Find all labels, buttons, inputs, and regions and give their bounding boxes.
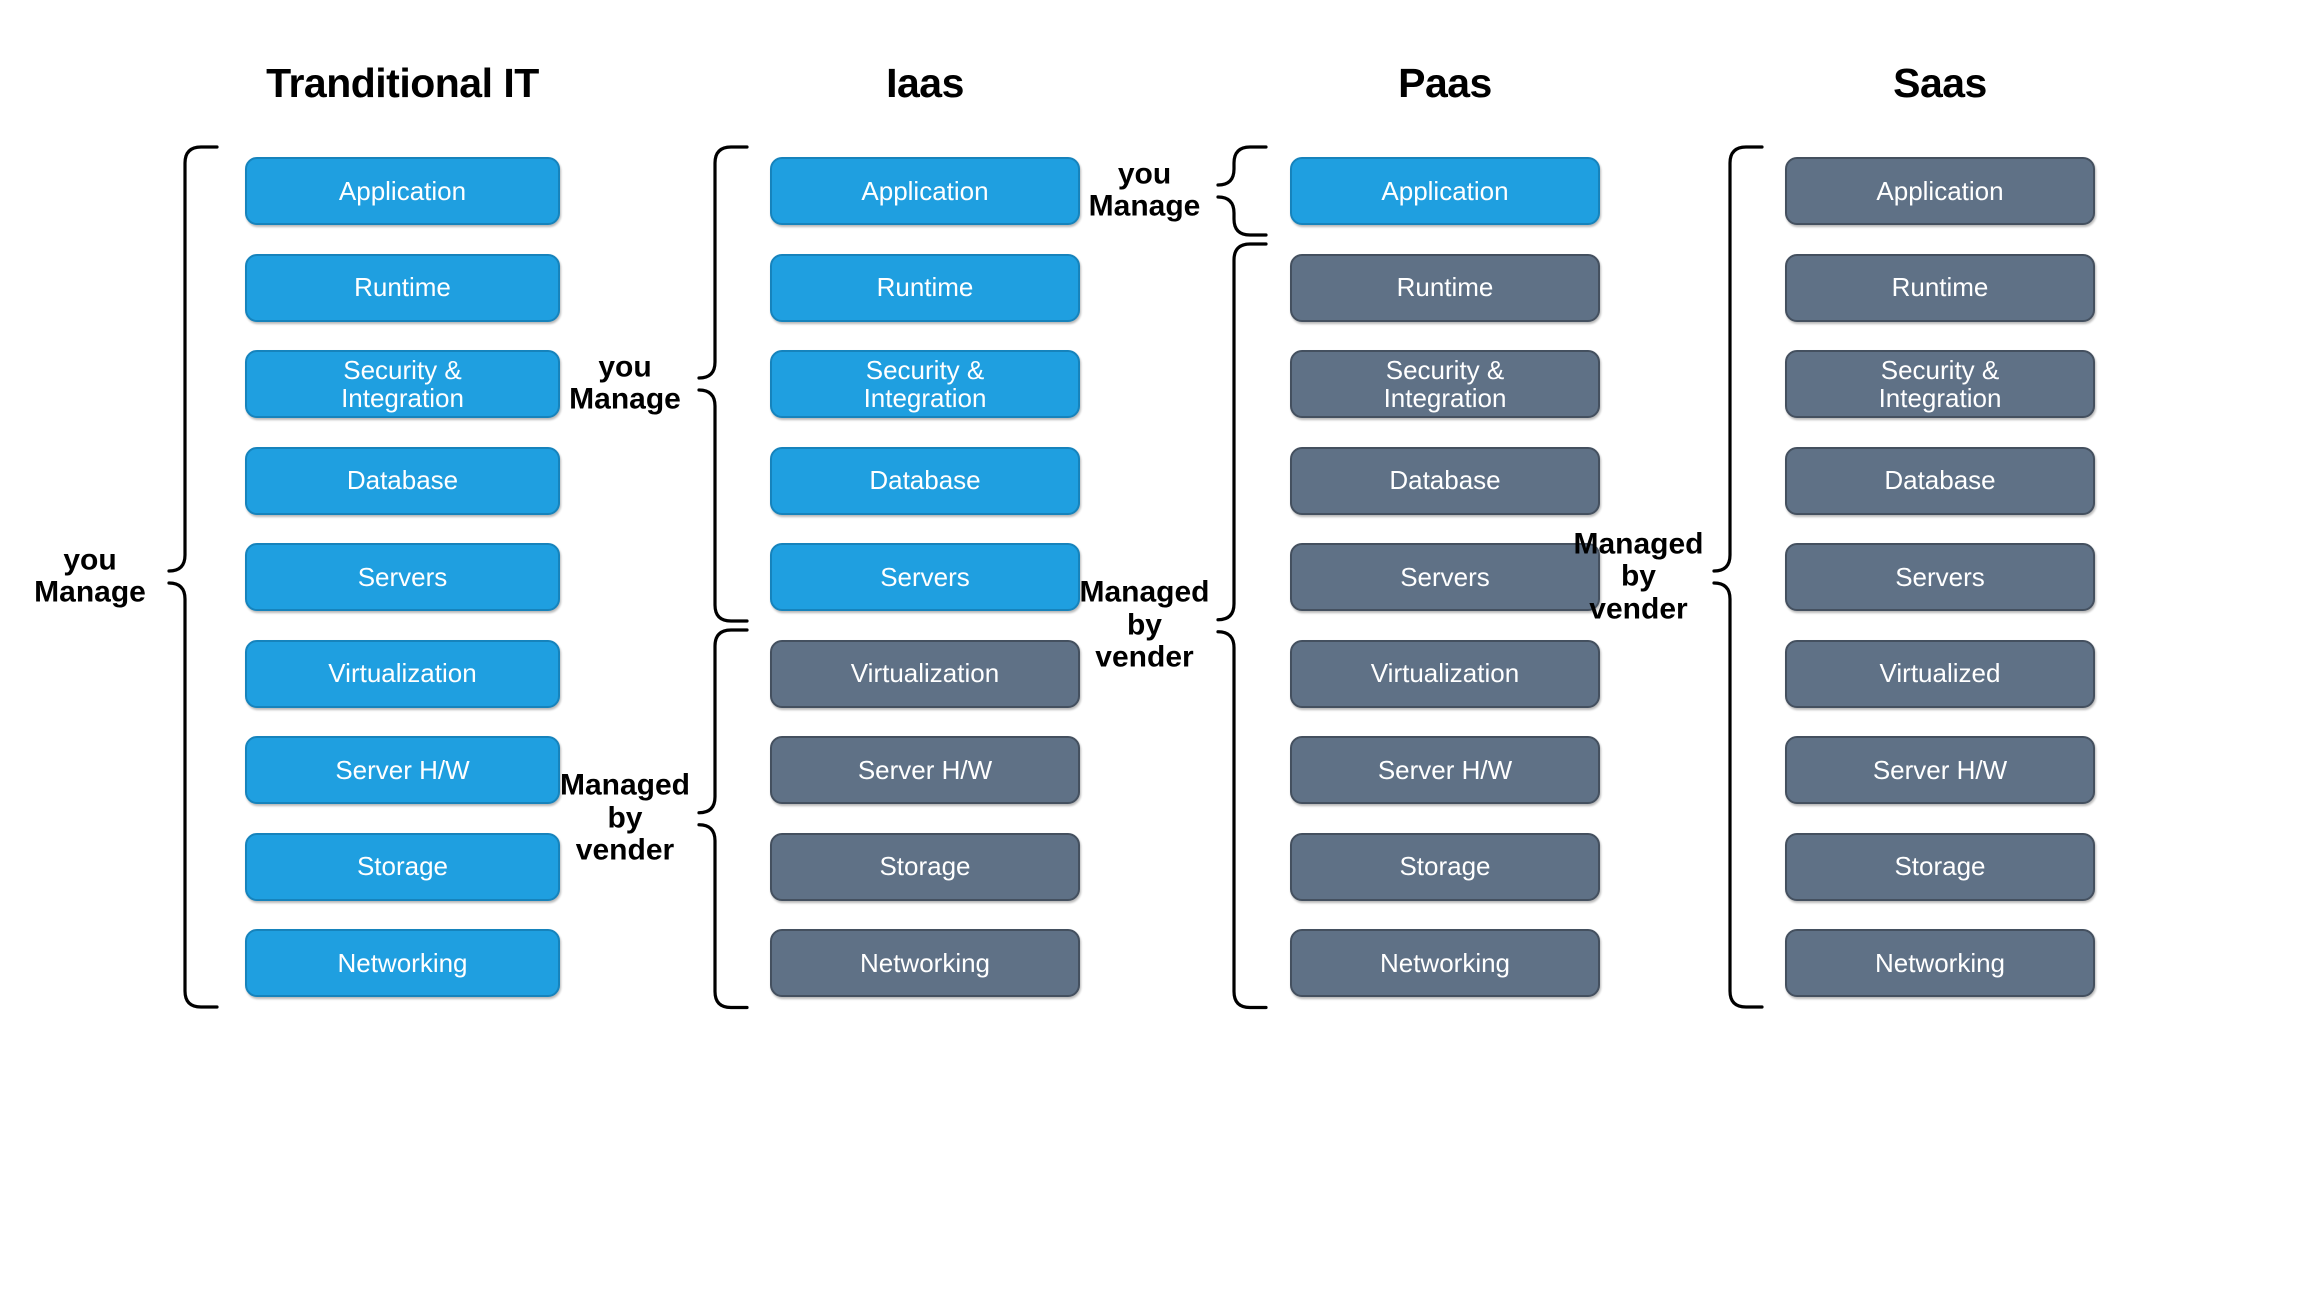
layer-box-iaas-networking[interactable]: Networking	[770, 929, 1080, 997]
layer-box-saas-networking[interactable]: Networking	[1785, 929, 2095, 997]
bracket-label-iaas-managed-by-vender: Managed by vender	[559, 768, 691, 867]
layer-box-label: Networking	[1874, 947, 2006, 978]
layer-box-label: Runtime	[1396, 272, 1494, 303]
layer-box-label: Security & Integration	[863, 354, 987, 413]
layer-box-label: Servers	[1895, 561, 1985, 592]
layer-box-iaas-application[interactable]: Application	[770, 157, 1080, 225]
layer-box-iaas-database[interactable]: Database	[770, 446, 1080, 515]
bracket-traditional-it-you-manage	[167, 144, 219, 1010]
layer-box-saas-servers[interactable]: Servers	[1785, 543, 2095, 611]
layer-box-label: Networking	[1379, 947, 1511, 978]
layer-box-paas-security-integration[interactable]: Security & Integration	[1290, 350, 1600, 418]
layer-box-label: Server H/W	[857, 754, 993, 785]
bracket-iaas-you-manage	[697, 144, 749, 624]
layer-box-label: Storage	[1399, 851, 1491, 882]
layer-box-paas-virtualization[interactable]: Virtualization	[1290, 639, 1600, 708]
layer-box-label: Storage	[356, 851, 449, 882]
bracket-saas-managed-by-vender	[1712, 144, 1764, 1010]
column-title-traditional-it: Tranditional IT	[266, 60, 539, 106]
layer-box-traditional-it-storage[interactable]: Storage	[245, 832, 560, 901]
layer-box-label: Networking	[859, 947, 991, 978]
bracket-paas-you-manage	[1216, 144, 1268, 238]
bracket-label-paas-you-manage: you Manage	[1088, 157, 1201, 223]
layer-box-label: Application	[338, 175, 467, 206]
layer-box-saas-application[interactable]: Application	[1785, 157, 2095, 225]
layer-box-label: Runtime	[354, 272, 451, 303]
layer-box-saas-virtualized[interactable]: Virtualized	[1785, 639, 2095, 708]
layer-box-saas-server-h-w[interactable]: Server H/W	[1785, 736, 2095, 804]
layer-box-iaas-storage[interactable]: Storage	[770, 832, 1080, 901]
layer-box-label: Security & Integration	[1878, 354, 2002, 413]
layer-box-saas-storage[interactable]: Storage	[1785, 832, 2095, 901]
layer-box-traditional-it-server-h-w[interactable]: Server H/W	[245, 736, 560, 804]
layer-box-traditional-it-networking[interactable]: Networking	[245, 929, 560, 997]
layer-box-iaas-security-integration[interactable]: Security & Integration	[770, 350, 1080, 418]
column-title-saas: Saas	[1893, 60, 1987, 106]
layer-box-traditional-it-security-integration[interactable]: Security & Integration	[245, 350, 560, 418]
layer-box-label: Virtualization	[1370, 658, 1520, 689]
layer-box-label: Storage	[879, 851, 971, 882]
layer-box-label: Security & Integration	[1383, 354, 1507, 413]
layer-box-paas-servers[interactable]: Servers	[1290, 543, 1600, 611]
layer-box-paas-storage[interactable]: Storage	[1290, 832, 1600, 901]
layer-box-paas-server-h-w[interactable]: Server H/W	[1290, 736, 1600, 804]
layer-box-label: Virtualization	[328, 658, 477, 689]
layer-box-label: Virtualization	[850, 658, 1000, 689]
layer-box-label: Database	[1389, 465, 1501, 496]
layer-box-label: Application	[1876, 175, 2004, 206]
layer-box-label: Networking	[337, 947, 468, 978]
layer-box-iaas-runtime[interactable]: Runtime	[770, 253, 1080, 322]
bracket-label-iaas-you-manage: you Manage	[569, 350, 681, 416]
column-title-paas: Paas	[1398, 60, 1492, 106]
layer-box-iaas-server-h-w[interactable]: Server H/W	[770, 736, 1080, 804]
layer-box-label: Virtualized	[1879, 658, 2001, 689]
layer-box-label: Security & Integration	[341, 354, 464, 413]
layer-box-label: Database	[869, 465, 981, 496]
layer-box-traditional-it-database[interactable]: Database	[245, 446, 560, 515]
layer-box-label: Storage	[1894, 851, 1986, 882]
layer-box-label: Runtime	[1891, 272, 1989, 303]
layer-box-label: Runtime	[876, 272, 974, 303]
layer-box-paas-runtime[interactable]: Runtime	[1290, 253, 1600, 322]
layer-box-label: Servers	[357, 561, 448, 592]
layer-box-label: Server H/W	[1872, 754, 2008, 785]
layer-box-traditional-it-servers[interactable]: Servers	[245, 543, 560, 611]
bracket-label-traditional-it-you-manage: you Manage	[34, 543, 146, 609]
layer-box-iaas-virtualization[interactable]: Virtualization	[770, 639, 1080, 708]
layer-box-label: Database	[1884, 465, 1996, 496]
layer-box-paas-database[interactable]: Database	[1290, 446, 1600, 515]
column-title-iaas: Iaas	[886, 60, 964, 106]
layer-box-traditional-it-runtime[interactable]: Runtime	[245, 253, 560, 322]
layer-box-paas-networking[interactable]: Networking	[1290, 929, 1600, 997]
layer-box-saas-security-integration[interactable]: Security & Integration	[1785, 350, 2095, 418]
layer-box-traditional-it-virtualization[interactable]: Virtualization	[245, 639, 560, 708]
layer-box-label: Application	[1381, 175, 1509, 206]
bracket-label-paas-managed-by-vender: Managed by vender	[1079, 575, 1210, 674]
bracket-label-saas-managed-by-vender: Managed by vender	[1573, 527, 1704, 626]
layer-box-saas-database[interactable]: Database	[1785, 446, 2095, 515]
layer-box-label: Server H/W	[1377, 754, 1513, 785]
layer-box-label: Application	[861, 175, 989, 206]
layer-box-label: Database	[346, 465, 459, 496]
layer-box-label: Servers	[1400, 561, 1490, 592]
layer-box-label: Servers	[880, 561, 970, 592]
layer-box-saas-runtime[interactable]: Runtime	[1785, 253, 2095, 322]
bracket-paas-managed-by-vender	[1216, 241, 1268, 1011]
layer-box-label: Server H/W	[335, 754, 470, 785]
layer-box-traditional-it-application[interactable]: Application	[245, 157, 560, 225]
bracket-iaas-managed-by-vender	[697, 627, 749, 1011]
layer-box-paas-application[interactable]: Application	[1290, 157, 1600, 225]
layer-box-iaas-servers[interactable]: Servers	[770, 543, 1080, 611]
